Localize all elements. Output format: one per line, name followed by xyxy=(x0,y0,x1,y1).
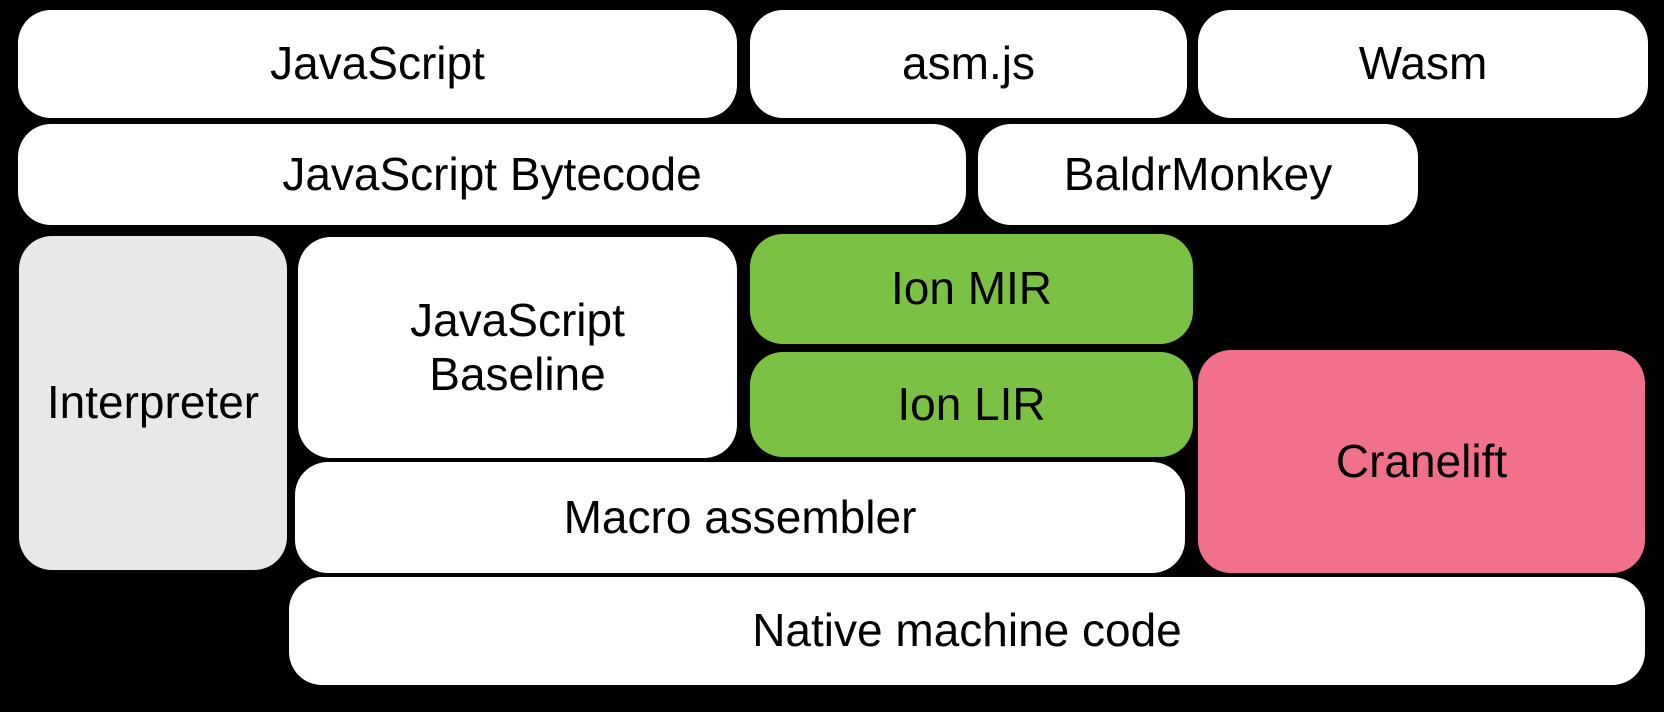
box-wasm-label: Wasm xyxy=(1358,37,1488,90)
box-baldrmonkey: BaldrMonkey xyxy=(978,124,1418,225)
box-javascript-bytecode-label: JavaScript Bytecode xyxy=(282,147,702,200)
box-javascript-baseline-line1: JavaScript xyxy=(410,294,625,347)
box-asmjs: asm.js xyxy=(750,10,1187,118)
box-macro-assembler-label: Macro assembler xyxy=(563,490,917,543)
box-javascript-label: JavaScript xyxy=(270,37,485,90)
box-native-machine-code-label: Native machine code xyxy=(752,604,1182,657)
box-macro-assembler: Macro assembler xyxy=(295,462,1185,573)
box-ion-mir-label: Ion MIR xyxy=(890,262,1053,315)
box-interpreter-label: Interpreter xyxy=(46,376,260,429)
box-cranelift: Cranelift xyxy=(1198,350,1645,573)
box-asmjs-label: asm.js xyxy=(902,37,1035,90)
box-cranelift-label: Cranelift xyxy=(1335,434,1508,487)
box-ion-mir: Ion MIR xyxy=(750,234,1193,344)
box-javascript-baseline: JavaScript Baseline xyxy=(298,237,737,458)
box-interpreter: Interpreter xyxy=(19,236,287,570)
box-ion-lir-label: Ion LIR xyxy=(897,377,1046,430)
box-javascript: JavaScript xyxy=(18,10,737,118)
box-ion-lir: Ion LIR xyxy=(750,352,1193,457)
box-javascript-baseline-line2: Baseline xyxy=(429,347,606,400)
box-native-machine-code: Native machine code xyxy=(289,577,1645,685)
box-javascript-bytecode: JavaScript Bytecode xyxy=(18,124,966,225)
box-baldrmonkey-label: BaldrMonkey xyxy=(1063,147,1333,200)
box-wasm: Wasm xyxy=(1198,10,1648,118)
